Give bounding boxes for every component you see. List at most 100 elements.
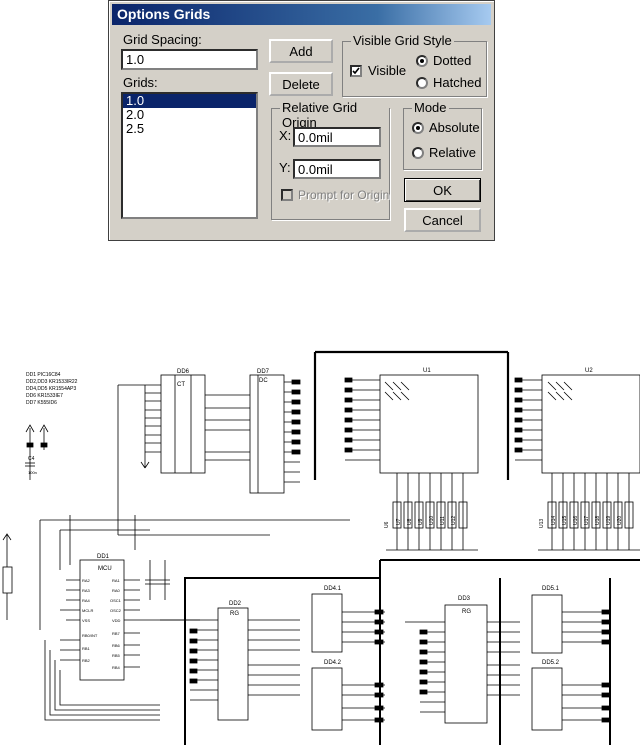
u2-display: U2 U13 U14 U15 U16 U17 U18 U19 U20 [506,368,640,551]
dd4-1-label: DD4.1 [324,586,342,592]
u8-label: U8 [407,518,413,525]
u1-label: U1 [423,368,431,374]
u17-label: U17 [584,516,590,525]
grids-list-item[interactable]: 1.0 [123,94,256,108]
dd1-pin-label: RA3 [82,588,91,593]
dd1-pin-label: RA1 [112,578,121,583]
absolute-label: Absolute [429,120,480,135]
dd1-pin-label: OSC1 [110,598,122,603]
dd5-1-label: DD5.1 [542,586,560,592]
visible-grid-style-group: Visible Grid Style Visible Dotted Hatche… [342,33,487,97]
grid-spacing-input[interactable]: 1.0 [121,49,258,70]
dd1-pin-label: RB7 [112,631,121,636]
relative-label: Relative [429,145,476,160]
dd2-type: RG [230,611,239,617]
u6-label: U6 [384,521,390,528]
x-label: X: [279,128,292,143]
delete-button[interactable]: Delete [269,72,333,96]
u14-label: U14 [551,516,557,525]
y-origin-input[interactable]: 0.0mil [293,159,381,179]
dd1-label: DD1 [97,554,110,560]
c4-value: 100n [28,470,37,475]
ok-button[interactable]: OK [404,178,481,202]
legend-line: DD1 PIC16C84 [26,372,61,378]
add-button-label: Add [289,43,313,59]
dd3-type: RG [462,609,471,615]
radio-dot-icon [420,59,424,63]
relative-grid-origin-title: Relative Grid Origin [280,100,389,130]
dd1-pin-label: OSC2 [110,608,122,613]
relative-grid-origin-group: Relative Grid Origin X: 0.0mil Y: 0.0mil… [271,100,390,220]
dd1-pin-label: RA0 [112,588,121,593]
dd1-pin-label: RB2 [82,658,91,663]
dd1-pin-label: RB5 [112,653,121,658]
delete-button-label: Delete [282,76,320,92]
legend-line: DD4,DD5 KR1554AP3 [26,386,77,392]
dd1-mcu: DD1 MCU RA2 RA3 RA4 MCLR VSS RB0/INT RB1… [39,515,350,721]
dd5-chips: DD5.1 DD5.2 [531,586,611,731]
legend-line: DD2,DD3 KR1533IR22 [26,379,78,385]
radio-dot-icon [416,126,420,130]
visible-checkbox[interactable] [350,65,362,77]
y-label: Y: [279,160,291,175]
dd7-type: DC [259,378,268,384]
dd2-chip: DD2 RG [160,601,300,721]
u11-label: U11 [440,516,446,525]
grids-list-item[interactable]: 2.5 [126,121,145,136]
dd6-chip: DD6 CT [117,369,270,536]
u9-label: U9 [418,518,424,525]
dotted-radio[interactable] [416,55,428,67]
grid-spacing-label: Grid Spacing: [123,32,202,47]
dd3-label: DD3 [458,596,471,602]
dd1-pin-label: RA4 [82,598,91,603]
dd7-label: DD7 [257,369,270,375]
c4-label: C4 [28,456,35,462]
dd7-chip: DD7 DC [249,369,301,494]
check-icon [352,67,360,75]
u12-label: U12 [451,516,457,525]
schematic-legend: DD1 PIC16C84 DD2,DD3 KR1533IR22 DD4,DD5 … [26,372,78,406]
absolute-radio[interactable] [412,122,424,134]
grids-label: Grids: [123,75,158,90]
u1-display: U1 U6 U7 U8 U9 U10 U11 U12 [313,350,510,551]
dd1-type: MCU [98,566,112,572]
u20-label: U20 [617,516,623,525]
u16-label: U16 [573,516,579,525]
u13-label: U13 [539,519,545,528]
hatched-radio[interactable] [416,77,428,89]
cancel-button-label: Cancel [422,212,463,228]
u18-label: U18 [595,516,601,525]
dd1-pin-label: RB6 [112,643,121,648]
legend-line: DD7 K555ID6 [26,400,57,406]
bus-line [184,559,640,745]
dd5-2-label: DD5.2 [542,660,560,666]
dd4-2-label: DD4.2 [324,660,342,666]
u2-label: U2 [585,368,593,374]
dd2-label: DD2 [229,601,242,607]
dd1-pin-label: VDD [112,618,121,623]
mode-title: Mode [412,100,449,115]
prompt-for-origin-checkbox[interactable] [281,189,293,201]
cancel-button[interactable]: Cancel [404,208,481,232]
dd6-type: CT [177,382,185,388]
dialog-title: Options Grids [112,4,491,25]
dd3-chip: DD3 RG [405,596,520,724]
visible-label: Visible [368,63,407,78]
grids-list-item[interactable]: 2.0 [126,107,145,122]
c4-capacitor: C4 100n [25,424,49,480]
dotted-label: Dotted [433,53,472,68]
dd1-pin-label: VSS [82,618,90,623]
dd1-pin-label: RB1 [82,646,91,651]
dd1-pin-label: MCLR [82,608,93,613]
grids-list[interactable]: 1.0 2.0 2.5 [121,92,258,219]
dd4-chips: DD4.1 DD4.2 [311,586,385,731]
prompt-for-origin-label: Prompt for Origin [298,188,390,202]
legend-line: DD6 KR1533IE7 [26,393,63,399]
dd1-pin-label: RB0/INT [82,633,98,638]
ok-button-label: OK [433,182,452,198]
visible-grid-style-title: Visible Grid Style [351,33,454,48]
circuit-schematic: DD1 PIC16C84 DD2,DD3 KR1533IR22 DD4,DD5 … [2,350,640,745]
x-origin-input[interactable]: 0.0mil [293,127,381,147]
add-button[interactable]: Add [269,39,333,63]
relative-radio[interactable] [412,147,424,159]
